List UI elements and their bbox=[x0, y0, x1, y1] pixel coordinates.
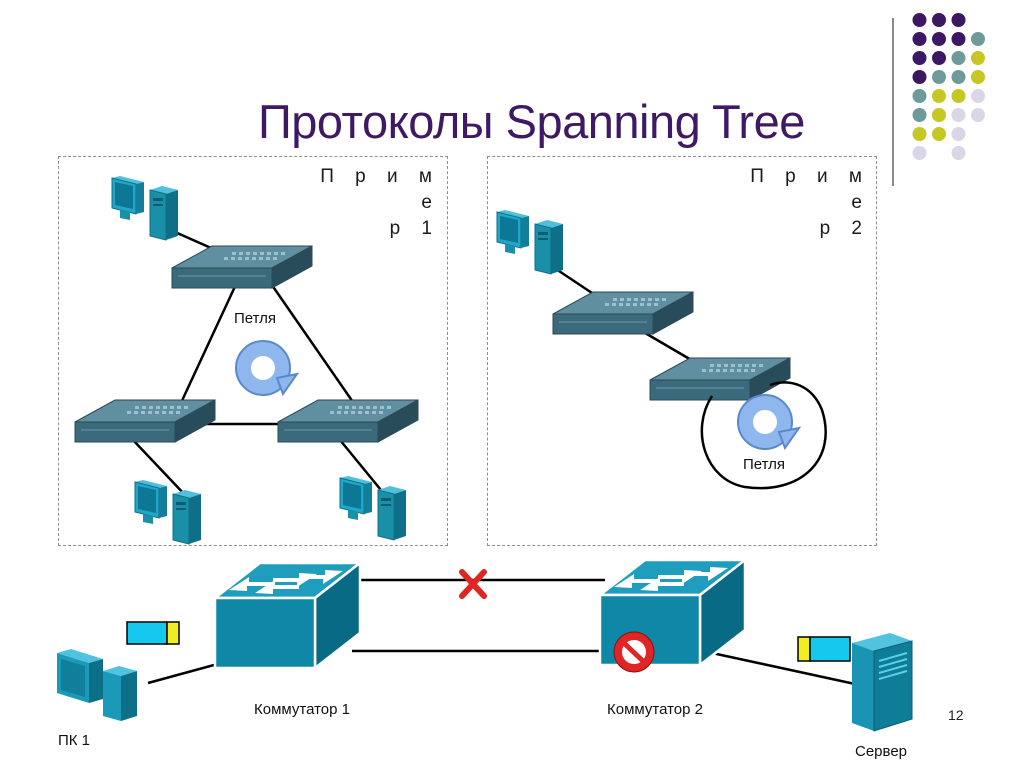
decorative-dot bbox=[971, 51, 985, 65]
decorative-dot bbox=[932, 32, 946, 46]
frame-left-icon bbox=[126, 621, 180, 645]
decorative-dot bbox=[912, 146, 927, 160]
pc1-icon bbox=[57, 649, 137, 721]
switch1-label: Коммутатор 1 bbox=[254, 701, 350, 718]
decorative-dot bbox=[912, 89, 927, 103]
example1-title-line2: р 1 bbox=[389, 218, 440, 239]
example2-loop-icon bbox=[737, 394, 800, 450]
decorative-dot bbox=[932, 70, 946, 84]
example2-title: П р и м е р 2 bbox=[730, 164, 870, 242]
decorative-dot bbox=[971, 70, 985, 84]
switch1-icon bbox=[213, 561, 362, 670]
server-label: Сервер bbox=[855, 743, 908, 760]
decorative-dot bbox=[932, 127, 946, 141]
decorative-dot bbox=[951, 70, 966, 84]
example1-switch-left-icon bbox=[74, 399, 216, 443]
blocked-port-icon bbox=[613, 631, 655, 673]
example1-switch-right-icon bbox=[277, 399, 419, 443]
decorative-dot bbox=[971, 32, 985, 46]
decorative-dot bbox=[951, 108, 966, 122]
example2-switch-top-icon bbox=[552, 291, 694, 335]
decorative-dot bbox=[932, 108, 946, 122]
example2-title-line2: р 2 bbox=[819, 218, 870, 239]
example1-loop-label: Петля bbox=[234, 310, 277, 327]
example1-switch-top-icon bbox=[171, 245, 313, 289]
switch2-label: Коммутатор 2 bbox=[607, 701, 703, 718]
example2-switch-bottom-icon bbox=[649, 357, 791, 401]
example2-panel bbox=[487, 156, 877, 546]
example1-title-line1: П р и м е bbox=[320, 166, 440, 213]
server-icon bbox=[851, 632, 913, 732]
decorative-dot bbox=[971, 108, 985, 122]
decorative-dot bbox=[951, 127, 966, 141]
decorative-dot bbox=[912, 32, 927, 46]
decorative-dot bbox=[912, 70, 927, 84]
pc1-label: ПК 1 bbox=[58, 732, 91, 749]
decorative-dot bbox=[951, 13, 966, 27]
decorative-dot bbox=[912, 127, 927, 141]
example1-pc-left-icon bbox=[134, 479, 202, 545]
decorative-dot bbox=[912, 51, 927, 65]
decorative-dot bbox=[971, 89, 985, 103]
decorative-dot bbox=[951, 32, 966, 46]
decorative-dot bbox=[951, 146, 966, 160]
example2-pc-icon bbox=[496, 209, 564, 275]
frame-right-icon bbox=[797, 636, 851, 662]
example1-pc-right-icon bbox=[339, 475, 407, 541]
decorative-dot bbox=[951, 51, 966, 65]
blocked-link-x-icon bbox=[459, 569, 487, 599]
decorative-dot bbox=[951, 89, 966, 103]
example1-title: П р и м е р 1 bbox=[300, 164, 440, 242]
page-number: 12 bbox=[948, 707, 964, 723]
example2-title-line1: П р и м е bbox=[750, 166, 870, 213]
decorative-dot bbox=[932, 89, 946, 103]
decorative-dot bbox=[912, 13, 927, 27]
example2-loop-cable bbox=[700, 381, 827, 490]
page-title: Протоколы Spanning Tree bbox=[258, 95, 805, 148]
decorative-dot bbox=[932, 13, 946, 27]
title-separator-line bbox=[892, 18, 894, 186]
decorative-dot bbox=[912, 108, 927, 122]
decorative-dot bbox=[932, 51, 946, 65]
example1-loop-icon bbox=[235, 340, 298, 396]
example2-loop-label: Петля bbox=[743, 456, 786, 473]
example1-pc-top-icon bbox=[111, 175, 179, 241]
